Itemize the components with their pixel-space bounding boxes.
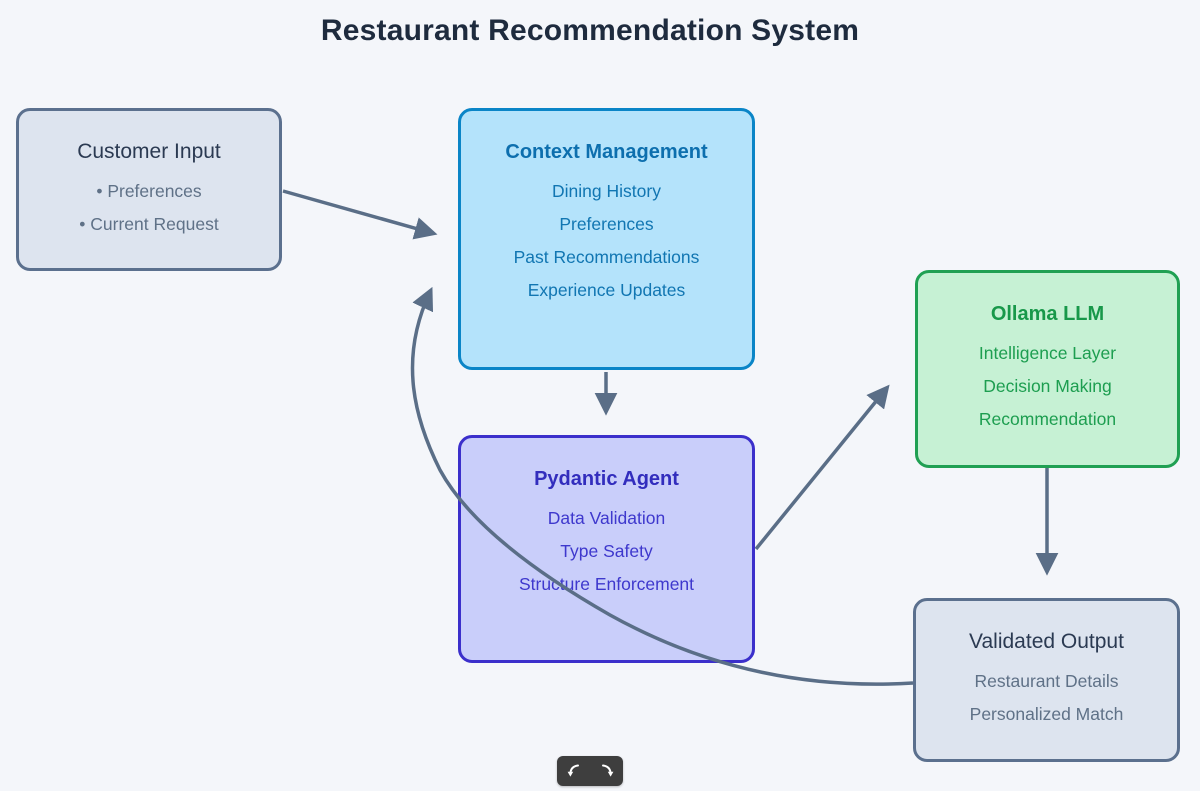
node-item: Recommendation <box>978 409 1117 429</box>
node-title: Pydantic Agent <box>534 468 679 490</box>
node-items: Intelligence Layer Decision Making Recom… <box>918 337 1177 436</box>
node-item: Experience Updates <box>527 280 686 300</box>
node-items: Dining History Preferences Past Recommen… <box>461 175 752 307</box>
node-item: Personalized Match <box>969 704 1124 724</box>
node-context-management: Context Management Dining History Prefer… <box>458 108 755 370</box>
node-title: Ollama LLM <box>990 303 1105 325</box>
node-item: Type Safety <box>560 541 653 561</box>
node-title: Customer Input <box>77 140 221 163</box>
diagram-controls <box>557 756 623 786</box>
node-item: Decision Making <box>983 376 1112 396</box>
edge-pydantic-agent-to-ollama-llm <box>754 384 890 551</box>
node-item: Preferences <box>559 214 654 234</box>
node-validated-output: Validated Output Restaurant Details Pers… <box>913 598 1180 762</box>
node-item: Past Recommendations <box>513 247 700 267</box>
curved-arrow-down-left-icon <box>567 764 579 777</box>
node-item: Data Validation <box>547 508 666 528</box>
node-title: Validated Output <box>969 630 1124 653</box>
node-title: Context Management <box>505 141 708 163</box>
node-item: • Preferences <box>96 181 202 201</box>
node-ollama-llm: Ollama LLM Intelligence Layer Decision M… <box>915 270 1180 468</box>
node-customer-input: Customer Input • Preferences • Current R… <box>16 108 282 271</box>
node-items: • Preferences • Current Request <box>19 175 279 241</box>
diagram-title: Restaurant Recommendation System <box>320 14 860 47</box>
curved-arrow-right-button[interactable] <box>594 758 620 784</box>
node-item: Restaurant Details <box>974 671 1119 691</box>
node-items: Data Validation Type Safety Structure En… <box>461 502 752 601</box>
node-item: • Current Request <box>79 214 219 234</box>
node-pydantic-agent: Pydantic Agent Data Validation Type Safe… <box>458 435 755 663</box>
node-item: Intelligence Layer <box>978 343 1117 363</box>
curved-arrow-left-button[interactable] <box>561 758 587 784</box>
curved-arrow-down-right-icon <box>601 764 613 777</box>
edge-customer-input-to-context-management <box>282 189 438 240</box>
node-item: Structure Enforcement <box>518 574 695 594</box>
node-item: Dining History <box>552 181 661 201</box>
node-items: Restaurant Details Personalized Match <box>916 665 1177 731</box>
